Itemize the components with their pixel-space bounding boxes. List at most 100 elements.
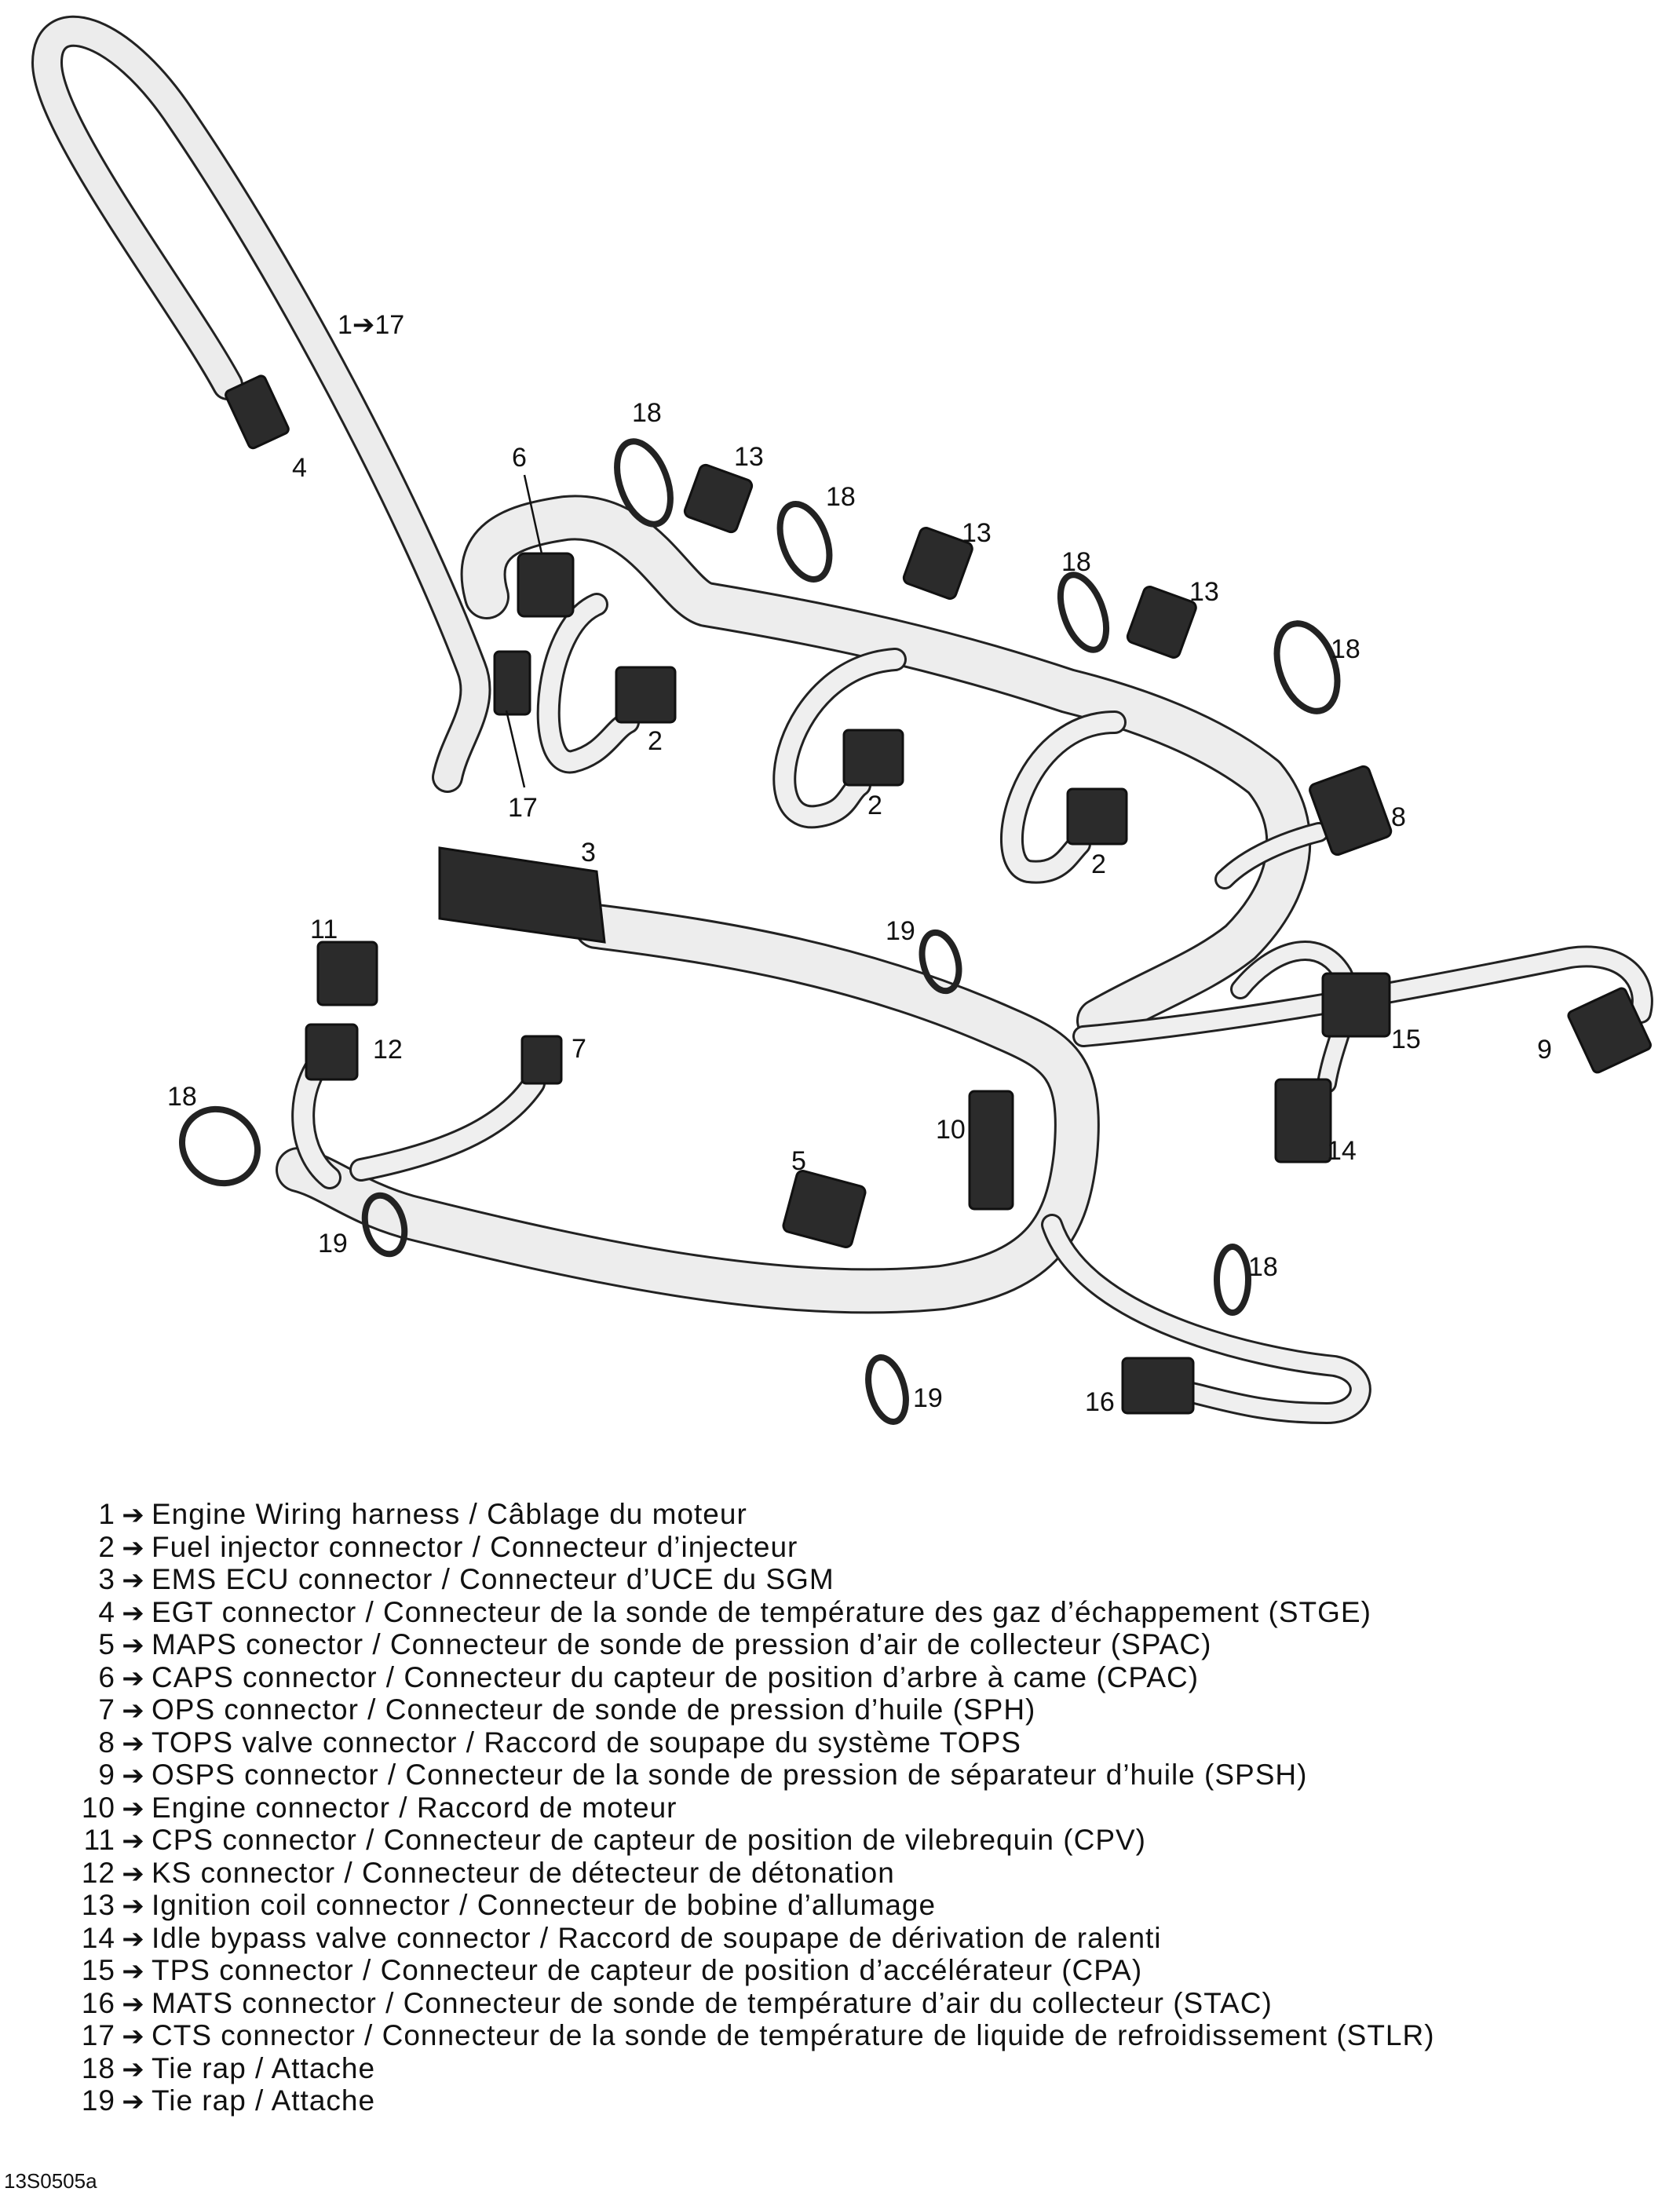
fuel-injector-connector-1 <box>615 666 677 724</box>
tie-rap-18-e <box>179 1105 261 1187</box>
tie-rap-18-a <box>614 438 674 528</box>
ks-connector <box>305 1023 359 1081</box>
legend-item-text: TPS connector / Connecteur de capteur de… <box>152 1954 1143 1986</box>
legend-item-number: 11 <box>83 1824 115 1856</box>
osps-connector <box>1567 987 1652 1074</box>
legend-item: 11➔CPS connector / Connecteur de capteur… <box>75 1824 1645 1857</box>
legend-item: 4➔EGT connector / Connecteur de la sonde… <box>75 1596 1645 1629</box>
arrow-icon: ➔ <box>122 1826 145 1856</box>
legend-item: 8➔TOPS valve connector / Raccord de soup… <box>75 1726 1645 1759</box>
fuel-injector-connector-2 <box>842 729 904 787</box>
callout-16: 16 <box>1085 1387 1115 1417</box>
tie-rap-18-c <box>1057 572 1110 653</box>
legend-item-number: 18 <box>81 2051 115 2084</box>
cps-connector <box>316 941 378 1006</box>
legend-item: 15➔TPS connector / Connecteur de capteur… <box>75 1954 1645 1987</box>
callout-5: 5 <box>791 1146 806 1176</box>
legend-item-number: 5 <box>98 1628 115 1660</box>
harness-cables <box>31 15 1653 1424</box>
legend-item: 14➔Idle bypass valve connector / Raccord… <box>75 1922 1645 1955</box>
legend-item-text: CPS connector / Connecteur de capteur de… <box>152 1824 1147 1856</box>
callout-14: 14 <box>1327 1136 1357 1166</box>
legend-item-number: 2 <box>98 1530 115 1563</box>
legend-item-text: TOPS valve connector / Raccord de soupap… <box>152 1726 1021 1759</box>
arrow-icon: ➔ <box>122 2087 145 2117</box>
legend-item-text: Engine Wiring harness / Câblage du moteu… <box>152 1498 747 1530</box>
callout-18: 18 <box>1331 634 1360 664</box>
legend-item: 19➔Tie rap / Attache <box>75 2084 1645 2117</box>
legend-item-number: 19 <box>81 2084 115 2117</box>
legend-item-text: CTS connector / Connecteur de la sonde d… <box>152 2019 1435 2051</box>
legend-item-text: Ignition coil connector / Connecteur de … <box>152 1889 937 1921</box>
arrow-icon: ➔ <box>122 1793 145 1824</box>
legend-item-number: 3 <box>98 1563 115 1595</box>
legend-item-text: CAPS connector / Connecteur du capteur d… <box>152 1660 1200 1693</box>
arrow-icon: ➔ <box>122 1532 145 1563</box>
tie-rap-18-b <box>776 501 833 583</box>
legend-item-text: Fuel injector connector / Connecteur d’i… <box>152 1530 798 1563</box>
legend-item-number: 14 <box>81 1921 115 1954</box>
legend-item: 7➔OPS connector / Connecteur de sonde de… <box>75 1693 1645 1726</box>
tie-rap-18-d <box>1273 620 1341 714</box>
callout-2: 2 <box>648 726 663 756</box>
tie-rap-18-f <box>1214 1244 1251 1316</box>
callout-2: 2 <box>1091 849 1106 879</box>
tie-rap-19-c <box>865 1354 909 1425</box>
legend-item-number: 7 <box>98 1693 115 1726</box>
legend-item: 9➔OSPS connector / Connecteur de la sond… <box>75 1759 1645 1792</box>
callout-11: 11 <box>310 915 338 944</box>
legend-item-number: 16 <box>81 1986 115 2019</box>
callout-15: 15 <box>1391 1025 1421 1054</box>
wiring-harness-diagram: 1➔17 4 18 13 6 18 13 18 13 18 2 2 2 17 8… <box>31 15 1653 1425</box>
engine-connector <box>968 1090 1014 1211</box>
arrow-icon: ➔ <box>122 1956 145 1986</box>
ignition-coil-connector-3 <box>1126 586 1197 659</box>
callout-13: 13 <box>1189 577 1219 607</box>
legend-item-number: 17 <box>81 2019 115 2051</box>
tie-rap-19-b <box>361 1192 408 1258</box>
ems-ecu-connector <box>438 846 606 944</box>
callout-18: 18 <box>632 398 662 428</box>
legend-item-number: 12 <box>81 1856 115 1889</box>
legend-item: 3➔EMS ECU connector / Connecteur d’UCE d… <box>75 1563 1645 1596</box>
idle-bypass-connector <box>1274 1078 1332 1163</box>
tops-valve-connector <box>1309 765 1393 857</box>
arrow-icon: ➔ <box>122 1631 145 1660</box>
callout-19: 19 <box>913 1383 943 1413</box>
callout-13: 13 <box>734 442 764 472</box>
callout-1-17: 1➔17 <box>338 310 404 340</box>
legend-item-text: OPS connector / Connecteur de sonde de p… <box>152 1693 1036 1726</box>
legend-item-text: MATS connector / Connecteur de sonde de … <box>152 1986 1273 2019</box>
legend-item-number: 9 <box>98 1759 115 1791</box>
legend-item-text: Idle bypass valve connector / Raccord de… <box>152 1921 1162 1954</box>
arrow-icon: ➔ <box>122 1598 145 1628</box>
legend-item-text: EGT connector / Connecteur de la sonde d… <box>152 1595 1371 1628</box>
legend-item: 13➔Ignition coil connector / Connecteur … <box>75 1889 1645 1922</box>
legend-item: 16➔MATS connector / Connecteur de sonde … <box>75 1987 1645 2020</box>
arrow-icon: ➔ <box>122 1923 145 1954</box>
cts-connector <box>493 650 531 716</box>
tps-connector <box>1321 972 1391 1038</box>
legend-item: 6➔CAPS connector / Connecteur du capteur… <box>75 1661 1645 1694</box>
legend-item: 18➔Tie rap / Attache <box>75 2052 1645 2085</box>
leader-lines <box>505 474 543 788</box>
arrow-icon: ➔ <box>122 1989 145 2019</box>
callout-19: 19 <box>886 916 915 946</box>
callout-10: 10 <box>936 1115 966 1145</box>
caps-connector <box>517 552 575 618</box>
arrow-icon: ➔ <box>122 1858 145 1889</box>
callout-13: 13 <box>962 518 992 548</box>
callout-12: 12 <box>373 1035 403 1065</box>
legend-item: 12➔KS connector / Connecteur de détecteu… <box>75 1857 1645 1890</box>
callout-7: 7 <box>572 1034 586 1064</box>
callout-18: 18 <box>1061 547 1091 577</box>
egt-connector <box>225 374 290 450</box>
legend-item-number: 13 <box>81 1889 115 1921</box>
legend-item-text: MAPS conector / Connecteur de sonde de p… <box>152 1628 1212 1660</box>
maps-connector <box>782 1170 867 1248</box>
callout-9: 9 <box>1537 1035 1552 1065</box>
callout-6: 6 <box>512 443 527 473</box>
legend-item-text: EMS ECU connector / Connecteur d’UCE du … <box>152 1563 835 1595</box>
callout-4: 4 <box>292 453 307 483</box>
arrow-icon: ➔ <box>122 2022 145 2051</box>
